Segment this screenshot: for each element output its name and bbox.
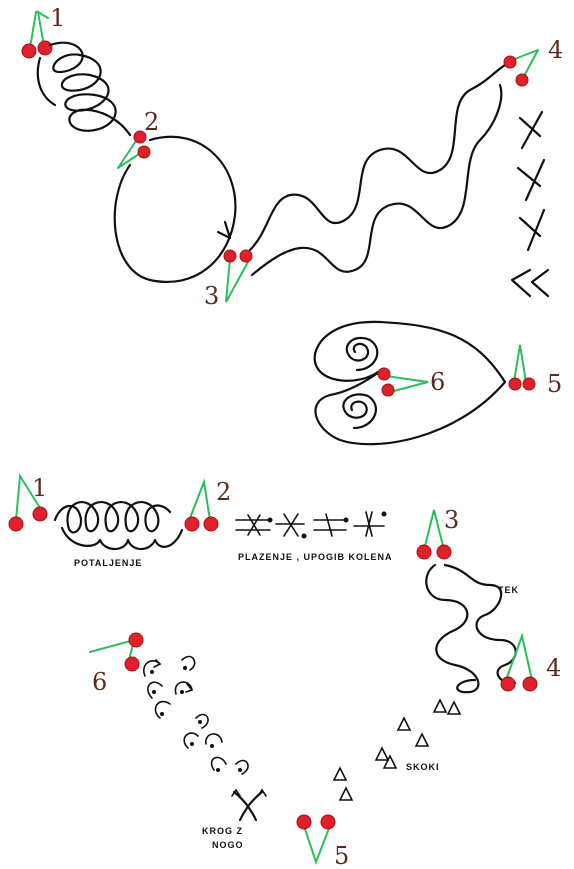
top-path-start-tail [36,56,57,107]
bottom-station-1: 1 [8,472,48,532]
top-station-6-number: 6 [430,368,445,396]
jump-footprint-icon [432,698,462,715]
top-wave-path-4-return [250,83,503,277]
foot-circle-icon [143,659,162,677]
foot-circle-icon [181,655,196,671]
cherry-icon [8,472,48,532]
jump-footprints [332,698,462,801]
cherry-icon [21,10,53,59]
arrow-head-icon [216,220,232,240]
skate-stride-icon [353,511,387,537]
top-station-4-number: 4 [548,36,563,64]
skate-stride-icon [313,513,349,537]
label-tek: TEK [498,585,519,595]
cherry-icon [416,509,452,560]
cherry-icon [184,478,219,532]
top-station-1-number: 1 [50,4,65,32]
label-plazenje: PLAZENJE , UPOGIB KOLENA [238,552,393,562]
bottom-wave-path-3-4-return [443,563,517,685]
top-diagram: 1 2 3 [21,4,563,446]
bottom-station-2: 2 [184,478,231,532]
jump-footprint-icon [332,766,354,801]
jump-footprint-icon [396,716,430,747]
bottom-station-4-number: 4 [546,654,561,682]
bottom-station-3-number: 3 [444,506,459,534]
bottom-station-5: 5 [296,814,349,869]
foot-circle-icon [205,733,223,748]
skate-stride-icon [235,514,273,536]
top-station-3: 3 [204,249,253,310]
top-station-1: 1 [21,4,65,59]
top-heart-path [313,320,507,446]
leg-cross-icon [231,788,267,822]
bottom-coil-path-1-2 [53,501,172,534]
skate-stride-icon [275,513,307,539]
foot-circle-symbols [143,655,249,775]
cherry-icon [117,130,151,169]
top-station-5: 5 [508,344,562,398]
top-station-3-number: 3 [204,282,219,310]
jump-footprint-icon [374,746,398,769]
cherry-icon [508,344,536,391]
bottom-station-5-number: 5 [334,842,349,869]
skating-symbols [235,511,387,539]
foot-circle-icon [147,681,163,699]
bottom-station-6: 6 [89,632,144,696]
label-krog-line2: NOGO [212,840,244,850]
label-skoki: SKOKI [406,762,440,772]
top-station-4: 4 [503,36,563,87]
bottom-station-1-number: 1 [32,474,47,502]
top-wave-path-3-4 [248,60,512,252]
foot-circle-icon [235,759,249,775]
cherry-icon [503,49,539,87]
bottom-wave-path-3-4 [425,563,480,694]
bottom-station-4: 4 [500,632,561,692]
foot-circle-icon [210,756,227,772]
bottom-station-6-number: 6 [92,668,107,696]
foot-circle-icon [183,732,199,749]
top-station-2: 2 [117,108,159,169]
bottom-station-3: 3 [416,506,459,560]
foot-circle-icon [154,700,171,719]
spiral-icon [345,336,379,372]
leg-cross-icon [510,110,550,298]
label-potaljenje: POTALJENJE [74,558,142,568]
label-krog-line1: KROG Z [202,826,243,836]
bottom-coil-lower [60,526,184,551]
top-station-6: 6 [377,367,445,397]
top-circle-path-2-3 [113,135,237,283]
top-spiral-path-1-2 [48,41,132,137]
cherry-icon [223,249,253,303]
cherry-icon [500,632,538,692]
top-station-5-number: 5 [547,370,562,398]
top-station-2-number: 2 [144,108,159,136]
foot-circle-icon [195,713,209,729]
foot-circle-icon [174,681,194,695]
spiral-icon [342,393,377,430]
cherry-icon [296,814,336,865]
cherry-icon [89,632,144,672]
bottom-station-2-number: 2 [216,478,231,506]
cherry-icon [377,367,429,397]
bottom-diagram: 1 POTALJENJE 2 [8,472,561,869]
